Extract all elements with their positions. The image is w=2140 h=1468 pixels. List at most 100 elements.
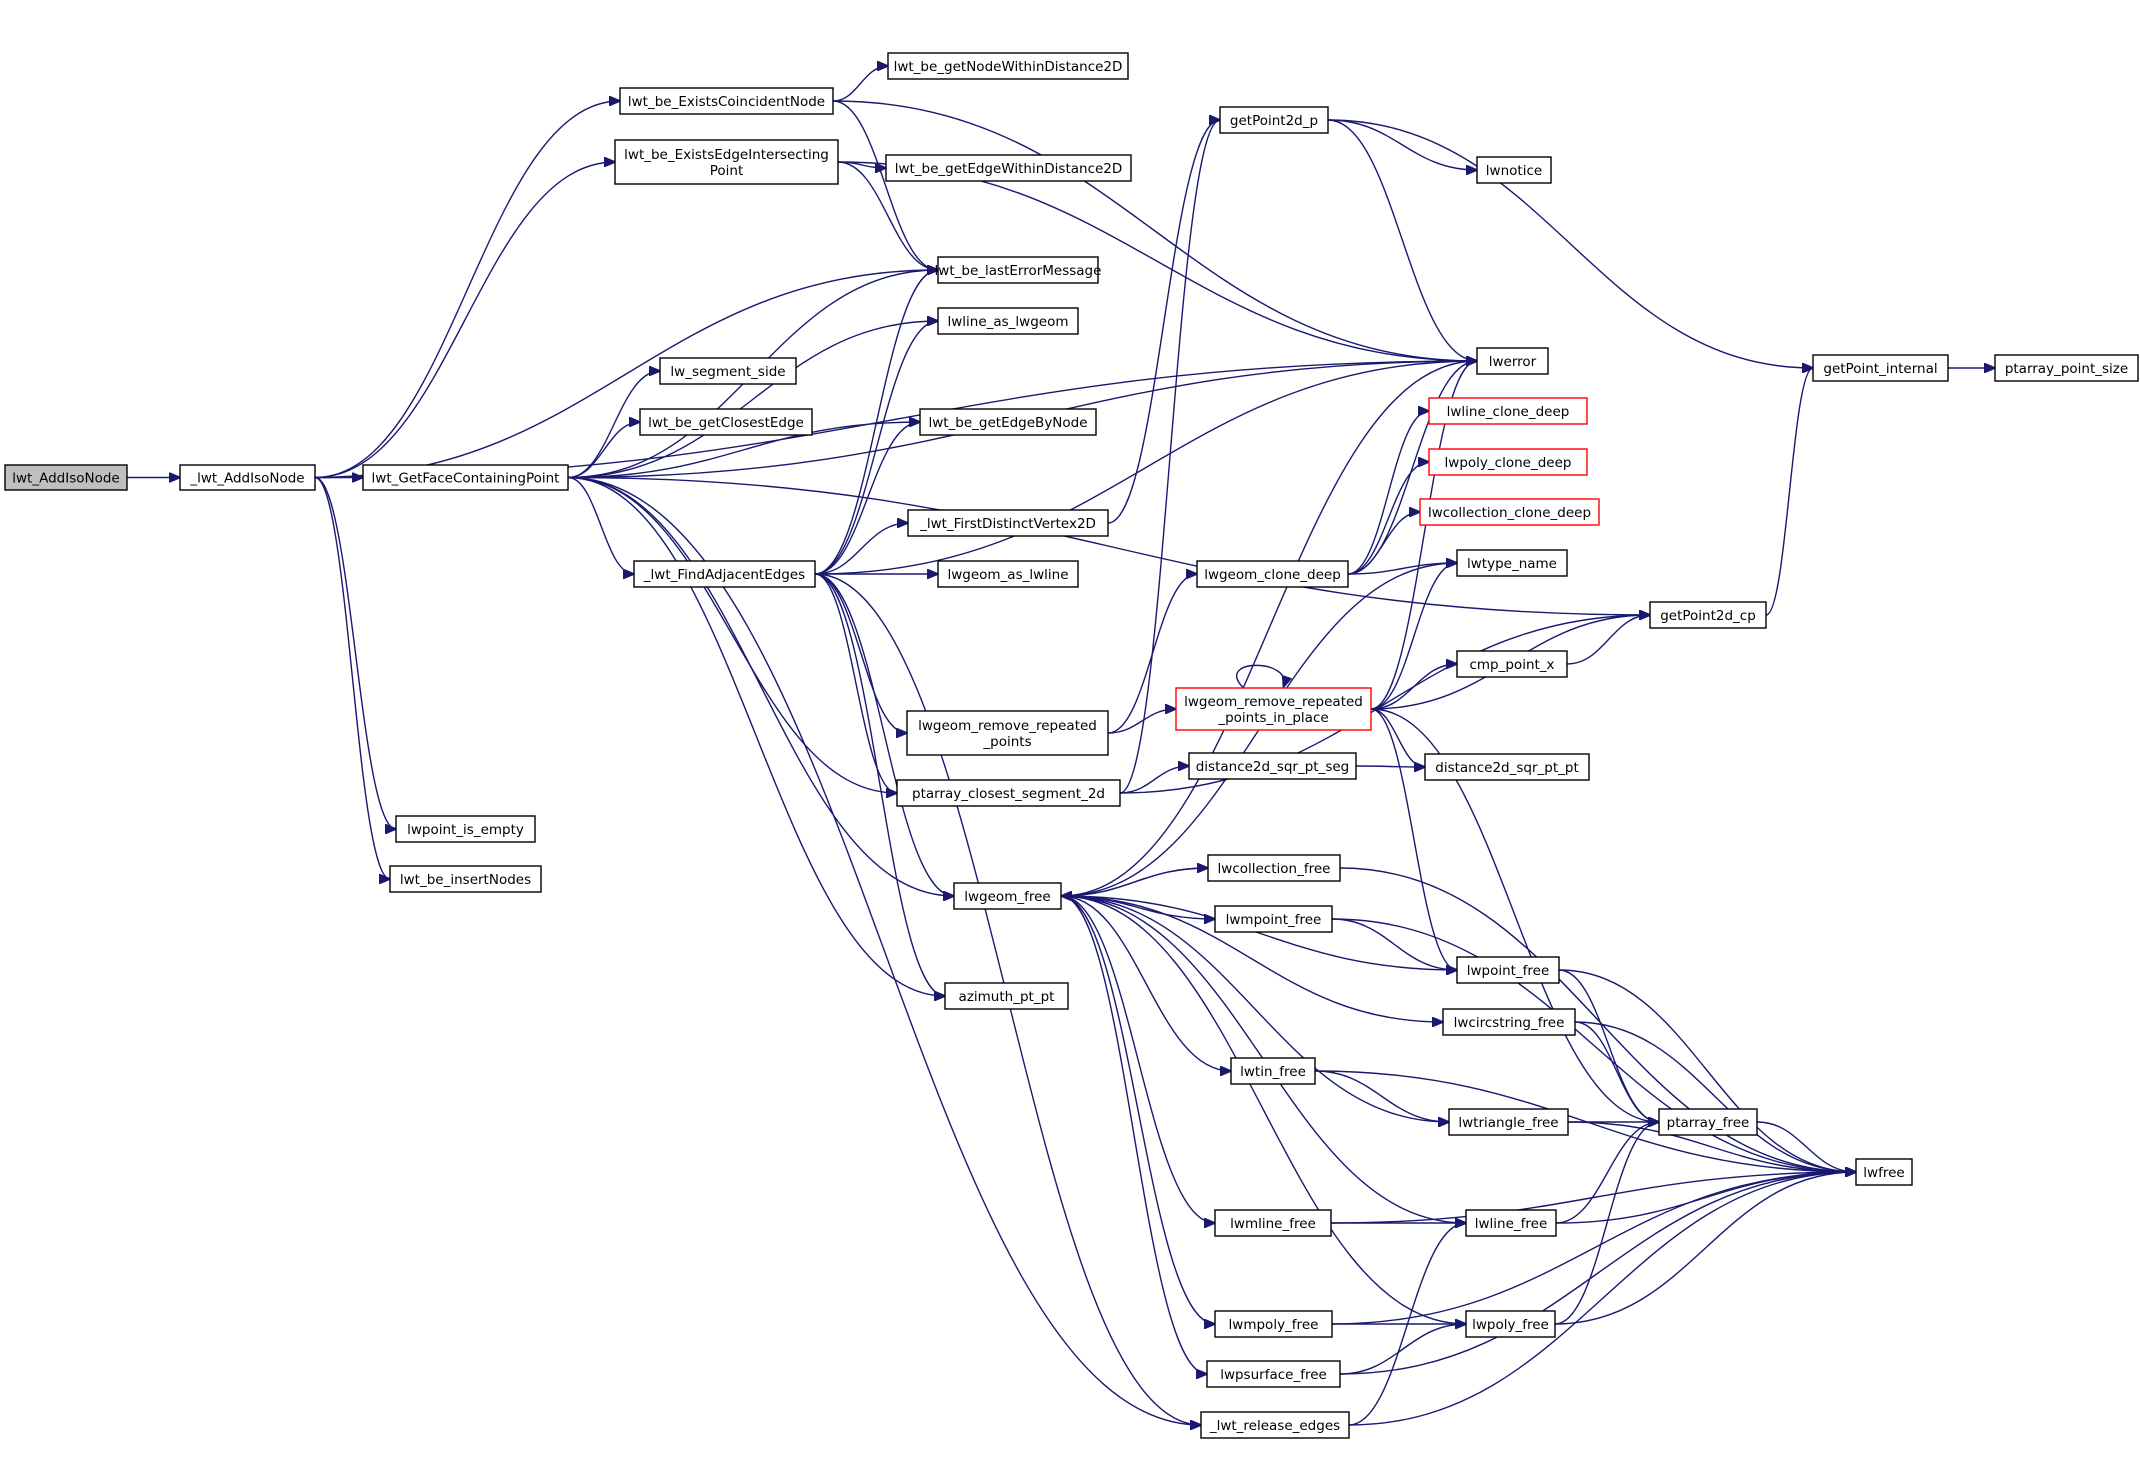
edge-lwgeom-remove-repeated-points-in-place-to-lwerror <box>1370 361 1477 710</box>
edge-lwpoint-free-to-lwfree <box>1558 969 1856 1172</box>
node-box <box>1424 753 1590 781</box>
node-lwgeom-remove-repeated-points[interactable]: lwgeom_remove_repeated_points <box>906 710 1109 756</box>
node-label: lwmpoly_free <box>1229 1317 1319 1333</box>
node-azimuth-pt-pt[interactable]: azimuth_pt_pt <box>944 982 1069 1010</box>
node-label: _lwt_release_edges <box>1209 1418 1340 1434</box>
node-label: lwline_as_lwgeom <box>947 314 1068 330</box>
node-lwline-as-lwgeom[interactable]: lwline_as_lwgeom <box>937 307 1079 335</box>
edge-line <box>1119 120 1220 794</box>
node-lwtype-name[interactable]: lwtype_name <box>1456 549 1568 577</box>
edge-lwt-findadjacentedges-to-lwt-be-lasterrormessage <box>814 270 938 575</box>
node-cmp-point-x[interactable]: cmp_point_x <box>1456 650 1568 678</box>
node-lwt-be-getedgewithindistance2d[interactable]: lwt_be_getEdgeWithinDistance2D <box>885 154 1132 182</box>
node-label: distance2d_sqr_pt_seg <box>1196 759 1350 775</box>
edge-line <box>814 573 954 896</box>
node-label: lwpoint_free <box>1467 963 1550 979</box>
edge-line <box>567 422 640 479</box>
node-lwpsurface-free[interactable]: lwpsurface_free <box>1206 1360 1341 1388</box>
node-getpoint-internal[interactable]: getPoint_internal <box>1812 354 1949 382</box>
node-lwmpoint-free[interactable]: lwmpoint_free <box>1214 905 1333 933</box>
edge-line <box>1060 895 1466 1324</box>
node-label: lwgeom_as_lwline <box>947 567 1068 583</box>
node-lwtriangle-free[interactable]: lwtriangle_free <box>1448 1108 1569 1136</box>
node-lwcollection-clone-deep[interactable]: lwcollection_clone_deep <box>1419 498 1600 526</box>
node-distance2d-sqr-pt-seg[interactable]: distance2d_sqr_pt_seg <box>1188 752 1357 780</box>
node-box <box>1649 601 1767 629</box>
node-box <box>362 464 569 491</box>
node-lwt-findadjacentedges[interactable]: _lwt_FindAdjacentEdges <box>633 560 816 588</box>
node-lwfree[interactable]: lwfree <box>1855 1158 1913 1186</box>
node-box <box>633 560 816 588</box>
node-getpoint2d-p[interactable]: getPoint2d_p <box>1219 106 1329 134</box>
node-box <box>906 710 1109 756</box>
node-lwt-be-getedgebynode[interactable]: lwt_be_getEdgeByNode <box>919 408 1097 436</box>
node-label: ptarray_closest_segment_2d <box>912 786 1105 802</box>
edge-getpoint2d-cp-to-getpoint-internal <box>1765 368 1813 616</box>
node-lwgeom-as-lwline[interactable]: lwgeom_as_lwline <box>937 560 1079 588</box>
node-lwt-addisonode[interactable]: lwt_AddIsoNode <box>4 464 128 491</box>
edge-line <box>837 161 1477 361</box>
node-lwt-be-getnodewithindistance2d[interactable]: lwt_be_getNodeWithinDistance2D <box>887 52 1129 80</box>
edge-lwt-findadjacentedges-to-ptarray-closest-segment-2d <box>814 573 897 793</box>
node-lwt-be-existscoincidentnode[interactable]: lwt_be_ExistsCoincidentNode <box>619 87 834 115</box>
node-lwline-free[interactable]: lwline_free <box>1465 1209 1557 1237</box>
edge-lwt-be-existscoincidentnode-to-lwt-be-lasterrormessage <box>832 100 938 270</box>
node-lwerror[interactable]: lwerror <box>1476 347 1549 375</box>
edge-lwt-getfacecontainingpoint-to-azimuth-pt-pt <box>567 476 945 997</box>
node-label: lwt_be_ExistsEdgeIntersecting <box>624 147 829 163</box>
node-lwmpoly-free[interactable]: lwmpoly_free <box>1214 1310 1333 1338</box>
node-lwt-release-edges[interactable]: _lwt_release_edges <box>1200 1411 1350 1439</box>
edge-line <box>1558 969 1856 1172</box>
node-getpoint2d-cp[interactable]: getPoint2d_cp <box>1649 601 1767 629</box>
node-distance2d-sqr-pt-pt[interactable]: distance2d_sqr_pt_pt <box>1424 753 1590 781</box>
node-label: lwgeom_free <box>964 889 1050 905</box>
node-lwcircstring-free[interactable]: lwcircstring_free <box>1442 1008 1576 1036</box>
node-lwpoly-free[interactable]: lwpoly_free <box>1465 1310 1556 1338</box>
node-lwpoint-is-empty[interactable]: lwpoint_is_empty <box>395 815 536 843</box>
node-lwpoly-clone-deep[interactable]: lwpoly_clone_deep <box>1428 448 1588 476</box>
node-lwt-firstdistinctvertex2d[interactable]: _lwt_FirstDistinctVertex2D <box>907 509 1109 537</box>
node-ptarray-closest-segment-2d[interactable]: ptarray_closest_segment_2d <box>896 779 1121 807</box>
edge-lwt-release-edges-to-lwline-free <box>1348 1223 1466 1426</box>
node-lwt-getfacecontainingpoint[interactable]: lwt_GetFaceContainingPoint <box>362 464 569 491</box>
edge-lwgeom-clone-deep-to-lwline-clone-deep <box>1347 411 1429 575</box>
node-box <box>659 357 797 385</box>
node-label: lwt_be_ExistsCoincidentNode <box>628 94 825 110</box>
edge-line <box>1566 615 1650 665</box>
node-lwgeom-free[interactable]: lwgeom_free <box>953 882 1062 910</box>
node-box <box>1994 354 2139 382</box>
node-label: lwtin_free <box>1240 1064 1306 1080</box>
edge-lwt-release-edges-to-lwfree <box>1348 1172 1856 1426</box>
edge-ptarray-free-to-lwfree <box>1756 1121 1856 1172</box>
edge-line <box>1370 708 1659 1122</box>
node-lwgeom-remove-repeated-points-in-place[interactable]: lwgeom_remove_repeated_points_in_place <box>1175 687 1372 731</box>
node-lwt-be-insertnodes[interactable]: lwt_be_insertNodes <box>389 865 542 893</box>
node-lwt-be-getclosestedge[interactable]: lwt_be_getClosestEdge <box>639 408 813 436</box>
node-ptarray-point-size[interactable]: ptarray_point_size <box>1994 354 2139 382</box>
node-ptarray-free[interactable]: ptarray_free <box>1658 1108 1758 1136</box>
edge-lwt-be-existscoincidentnode-to-lwerror <box>832 100 1477 361</box>
node-lwgeom-clone-deep[interactable]: lwgeom_clone_deep <box>1196 560 1349 588</box>
edge-lwline-free-to-ptarray-free <box>1555 1122 1659 1224</box>
edge-lwt-getfacecontainingpoint-to-lwgeom-free <box>567 476 954 897</box>
node-box <box>907 509 1109 537</box>
node-lwt-be-lasterrormessage[interactable]: lwt_be_lastErrorMessage <box>935 256 1102 284</box>
node-lwline-clone-deep[interactable]: lwline_clone_deep <box>1428 397 1588 425</box>
node-lwcollection-free[interactable]: lwcollection_free <box>1207 854 1341 882</box>
node-lwmline-free[interactable]: lwmline_free <box>1214 1209 1332 1237</box>
edge-lwgeom-remove-repeated-points-in-place-to-cmp-point-x <box>1370 664 1457 710</box>
edges-layer <box>127 66 1995 1425</box>
node-lw-segment-side[interactable]: lw_segment_side <box>659 357 797 385</box>
edge-line <box>814 573 945 996</box>
node-lwt-addisonode[interactable]: _lwt_AddIsoNode <box>179 464 316 491</box>
node-lwtin-free[interactable]: lwtin_free <box>1230 1057 1316 1085</box>
node-lwnotice[interactable]: lwnotice <box>1476 156 1552 184</box>
edge-line <box>1327 119 1813 368</box>
node-label: lwtype_name <box>1467 556 1557 572</box>
edge-line <box>814 422 920 575</box>
edge-line <box>567 476 1650 616</box>
node-label: lwerror <box>1489 354 1537 370</box>
node-lwpoint-free[interactable]: lwpoint_free <box>1456 956 1560 984</box>
